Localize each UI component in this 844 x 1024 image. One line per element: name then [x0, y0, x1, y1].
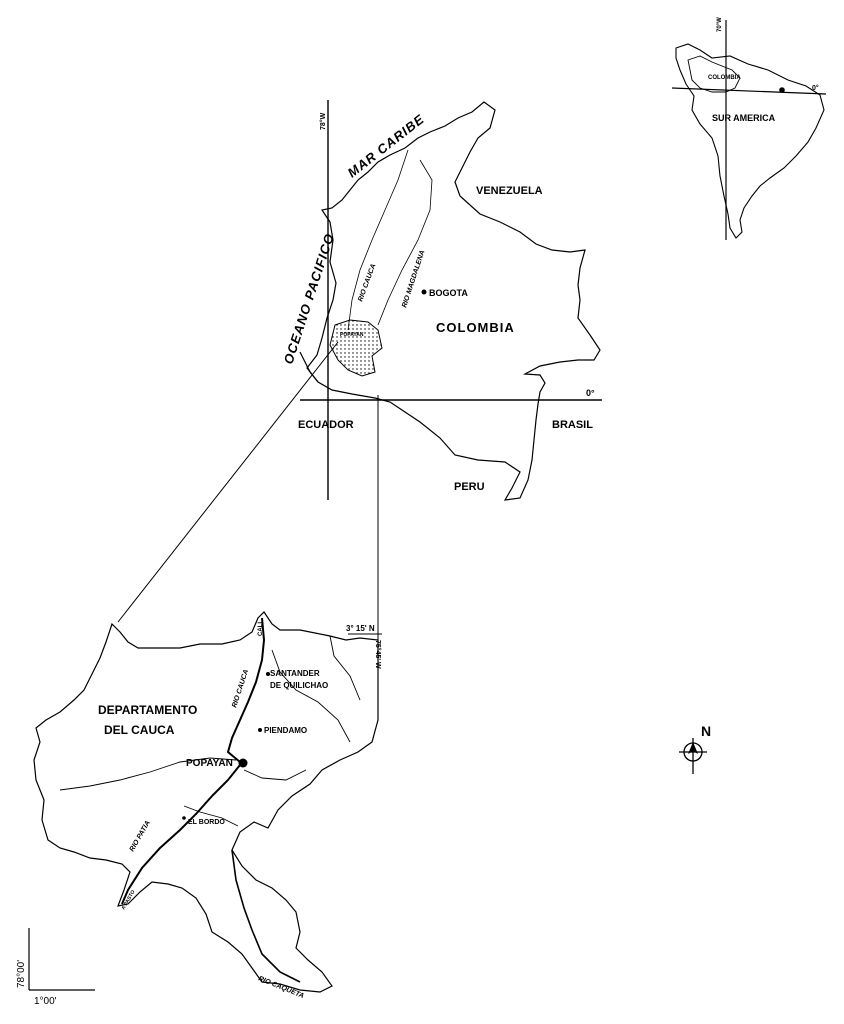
label-santander-1: SANTANDER [270, 669, 320, 678]
inset-marker [779, 87, 785, 93]
inset-label-70w: 70°W [717, 17, 723, 32]
label-popayan-small: POPAYAN [340, 332, 364, 338]
interior-river-3 [59, 757, 237, 791]
popayan-marker [238, 758, 248, 768]
label-75-45: 75°45' W [374, 640, 382, 669]
scale-bar [28, 928, 95, 991]
el-bordo-marker [182, 816, 186, 820]
label-peru: PERU [454, 481, 485, 493]
inset-equator [671, 87, 827, 95]
rio-patia-line [121, 764, 241, 905]
scale-label-lat: 1°00' [34, 996, 57, 1007]
south-america-outline [675, 43, 825, 239]
colombia-map [117, 100, 602, 720]
colombia-border [306, 101, 601, 501]
south-america-inset [671, 20, 827, 240]
inset-colombia-outline [687, 55, 741, 93]
interior-river-5 [183, 805, 239, 827]
north-label: N [701, 723, 711, 739]
label-cali: CALI [258, 622, 264, 636]
label-santander-2: DE QUILICHAO [270, 681, 328, 690]
santander-marker [266, 672, 270, 676]
cauca-labels: DEPARTAMENTO DEL CAUCA SANTANDER DE QUIL… [98, 622, 382, 1000]
interior-river-1 [271, 649, 351, 743]
label-mar-caribe: MAR CARIBE [345, 111, 428, 180]
label-departamento: DEPARTAMENTO [98, 703, 197, 717]
inset-label-sur-america: SUR AMERICA [712, 113, 776, 123]
label-ecuador: ECUADOR [298, 419, 354, 431]
cauca-department-map [33, 611, 382, 993]
rio-cauca-line [347, 149, 409, 331]
label-0-deg: 0° [586, 388, 595, 398]
scale-label-lon: 78°00' [16, 960, 27, 988]
rio-cauca-dept [226, 617, 266, 763]
rio-caqueta-line [231, 849, 301, 983]
label-piendamo: PIENDAMO [264, 726, 307, 735]
label-venezuela: VENEZUELA [476, 185, 543, 197]
label-rio-magdalena: RIO MAGDALENA [401, 249, 426, 308]
bogota-marker [421, 289, 427, 295]
label-bogota: BOGOTA [429, 288, 468, 298]
north-arrow: N [679, 723, 711, 774]
interior-river-2 [243, 769, 307, 781]
label-brasil: BRASIL [552, 419, 593, 431]
label-popayan: POPAYAN [186, 758, 233, 769]
label-78w: 78°W [319, 112, 327, 130]
label-3-15: 3° 15' N [346, 624, 375, 633]
label-rio-patia: RIO PATIA [129, 820, 152, 853]
inset-label-colombia: COLOMBIA [708, 75, 741, 81]
label-el-bordo: EL BORDO [188, 819, 225, 826]
rio-magdalena-line [377, 159, 433, 326]
interior-river-4 [329, 635, 361, 701]
piendamo-marker [258, 728, 262, 732]
inset-label-0: 0° [812, 84, 819, 92]
ecuador-peru-border [299, 351, 319, 383]
cauca-department-inset [329, 319, 383, 377]
label-colombia: COLOMBIA [436, 320, 515, 335]
label-del-cauca: DEL CAUCA [104, 723, 175, 737]
inset-labels: 70°W COLOMBIA SUR AMERICA 0° [708, 17, 819, 123]
label-rio-caqueta: RIO CAQUETA [257, 975, 305, 1000]
cauca-outline [33, 611, 379, 993]
zoom-line-left [117, 341, 339, 623]
